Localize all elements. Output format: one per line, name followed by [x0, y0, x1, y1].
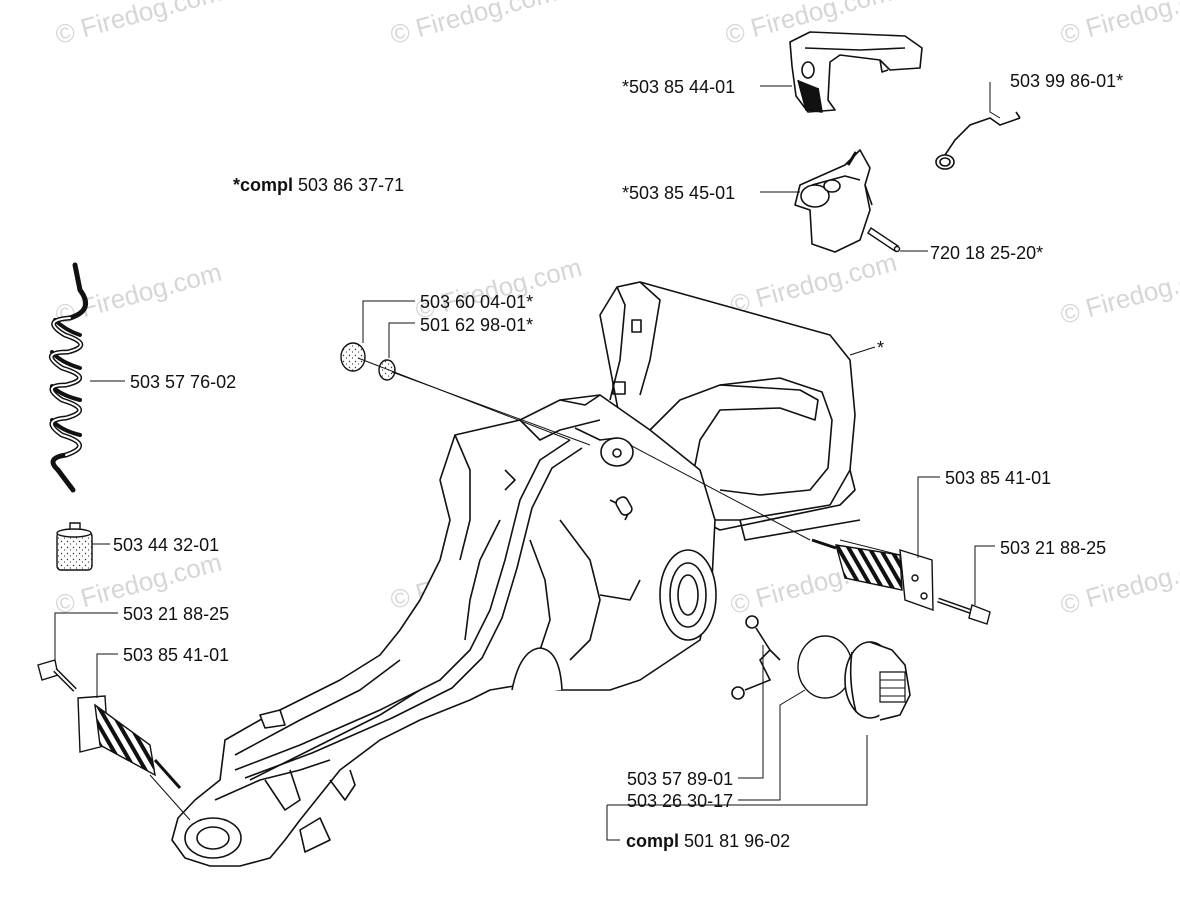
label-filter-b: 501 62 98-01* [420, 315, 534, 335]
o-ring [798, 636, 852, 698]
pin [868, 228, 900, 252]
label-av-spring-right: 503 85 41-01 [945, 468, 1052, 488]
fuel-cap [845, 642, 910, 720]
label-star: * [877, 338, 885, 358]
fuel-hose-coil-inner [51, 318, 80, 455]
handle-piece-upper [790, 32, 922, 112]
leader-lines [55, 82, 1000, 840]
label-spring-wire: 503 99 86-01* [1010, 71, 1124, 91]
filter-felt [341, 343, 365, 371]
label-compl-number: 503 86 37-71 [298, 175, 405, 195]
label-compl-header: *compl 503 86 37-71 [233, 175, 404, 195]
label-screw-left: 503 21 88-25 [123, 604, 230, 624]
cap-strap [732, 616, 780, 699]
label-oring: 503 26 30-17 [627, 791, 734, 811]
av-spring-right [812, 540, 933, 610]
label-fuel-filter: 503 44 32-01 [113, 535, 220, 555]
spring-wire [936, 112, 1020, 169]
filter-mesh [379, 360, 395, 380]
label-compl-bold: *compl [233, 175, 294, 195]
label-av-spring-left: 503 85 41-01 [123, 645, 230, 665]
screw-right [938, 600, 990, 624]
fuel-filter [57, 523, 92, 570]
label-filter-a: 503 60 04-01* [420, 292, 534, 312]
label-compl-cap-bold: compl [626, 831, 680, 851]
label-fuel-hose: 503 57 76-02 [130, 372, 237, 392]
label-pin: 720 18 25-20* [930, 243, 1044, 263]
av-spring-left [78, 696, 180, 788]
label-top-handle-upper: *503 85 44-01 [622, 77, 736, 97]
handle-piece-lower [795, 150, 872, 252]
rear-handle-housing [172, 282, 860, 866]
label-compl-cap-number: 501 81 96-02 [684, 831, 791, 851]
label-compl-cap: compl 501 81 96-02 [626, 831, 790, 851]
label-strap: 503 57 89-01 [627, 769, 734, 789]
label-top-handle-lower: *503 85 45-01 [622, 183, 736, 203]
label-screw-right: 503 21 88-25 [1000, 538, 1107, 558]
screw-left [38, 660, 75, 690]
